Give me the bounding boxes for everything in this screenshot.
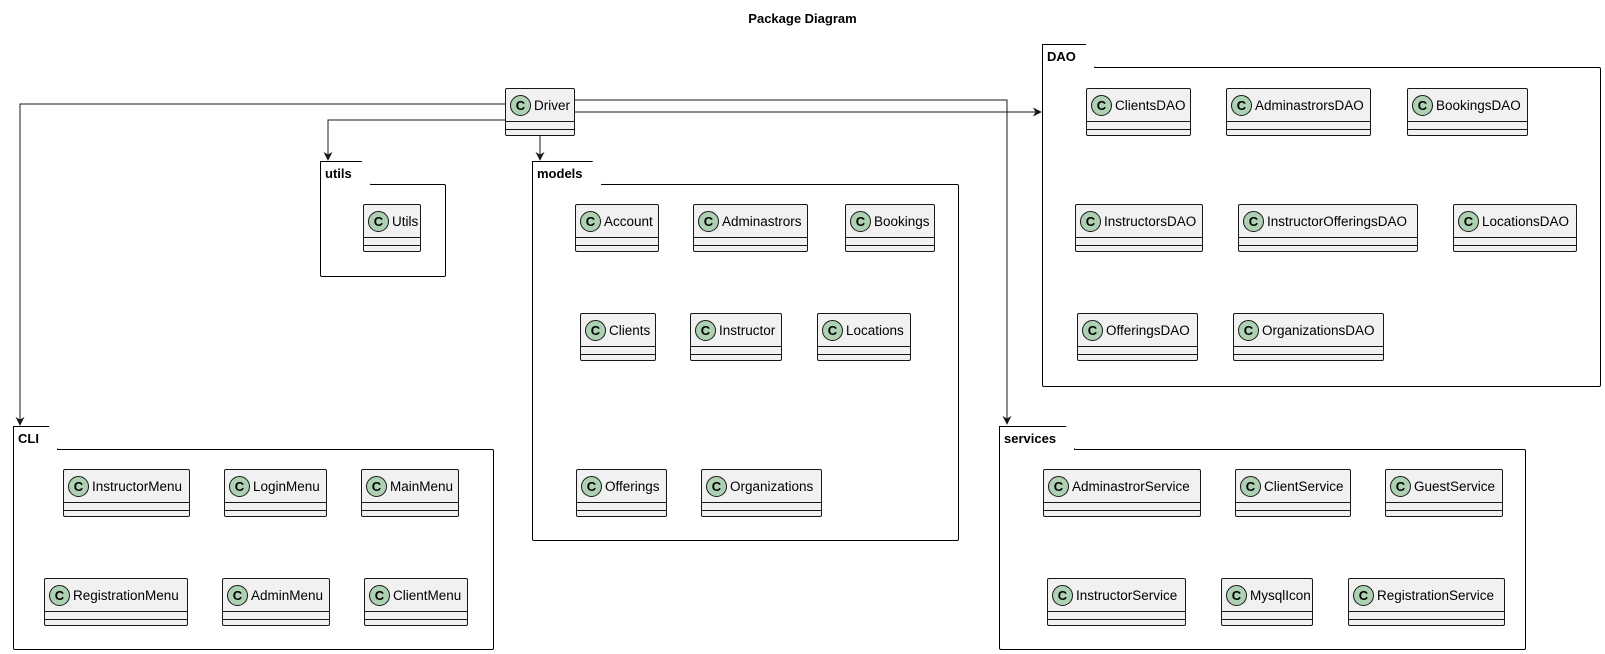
class-c-icon: C <box>1048 475 1069 497</box>
class-name: GuestService <box>1414 478 1496 494</box>
package-dao-label: DAO <box>1042 44 1095 68</box>
class-name: Account <box>604 213 653 229</box>
class-c-icon: C <box>1240 475 1261 497</box>
class-c-icon: C <box>366 475 387 497</box>
class-c-icon: C <box>1353 584 1374 606</box>
class-c-icon: C <box>698 210 719 232</box>
class-c-icon: C <box>1052 584 1073 606</box>
class-c-icon: C <box>695 319 716 341</box>
class-name: Locations <box>846 322 904 338</box>
class-name: Driver <box>534 97 570 113</box>
class-name: OrganizationsDAO <box>1262 322 1375 338</box>
class-name: Utils <box>392 213 419 229</box>
class-name: InstructorOfferingsDAO <box>1267 213 1408 229</box>
class-c-icon: C <box>1238 319 1259 341</box>
class-c-icon: C <box>822 319 843 341</box>
class-c-icon: C <box>585 319 606 341</box>
package-utils-label: utils <box>320 161 371 185</box>
class-c-icon: C <box>1091 94 1112 116</box>
class-name: AdminMenu <box>251 587 324 603</box>
class-name: Adminastrors <box>722 213 802 229</box>
class-c-icon: C <box>706 475 727 497</box>
package-cli-label: CLI <box>13 426 58 450</box>
class-name: Instructor <box>719 322 776 338</box>
class-c-icon: C <box>1231 94 1252 116</box>
class-c-icon: C <box>49 584 70 606</box>
class-name: ClientsDAO <box>1115 97 1186 113</box>
class-name: RegistrationMenu <box>73 587 179 603</box>
diagram-title: Package Diagram <box>748 11 857 26</box>
class-c-icon: C <box>368 210 389 232</box>
class-name: Offerings <box>605 478 660 494</box>
class-c-icon: C <box>1243 210 1264 232</box>
class-c-icon: C <box>1390 475 1411 497</box>
class-name: InstructorService <box>1076 587 1178 603</box>
class-c-icon: C <box>581 475 602 497</box>
class-name: Bookings <box>874 213 930 229</box>
class-c-icon: C <box>1226 584 1247 606</box>
class-name: BookingsDAO <box>1436 97 1521 113</box>
class-name: LocationsDAO <box>1482 213 1570 229</box>
class-name: ClientMenu <box>393 587 462 603</box>
class-c-icon: C <box>1412 94 1433 116</box>
package-services-label: services <box>999 426 1075 450</box>
class-c-icon: C <box>510 94 531 116</box>
class-name: Clients <box>609 322 651 338</box>
class-name: InstructorMenu <box>92 478 183 494</box>
class-name: AdminastrorsDAO <box>1255 97 1364 113</box>
class-c-icon: C <box>369 584 390 606</box>
class-c-icon: C <box>1082 319 1103 341</box>
class-c-icon: C <box>580 210 601 232</box>
class-name: LoginMenu <box>253 478 320 494</box>
class-name: OfferingsDAO <box>1106 322 1190 338</box>
class-c-icon: C <box>227 584 248 606</box>
class-name: AdminastrorService <box>1072 478 1190 494</box>
class-name: RegistrationService <box>1377 587 1495 603</box>
class-c-icon: C <box>850 210 871 232</box>
class-name: MysqlIcon <box>1250 587 1311 603</box>
class-name: Organizations <box>730 478 814 494</box>
class-c-icon: C <box>1458 210 1479 232</box>
class-c-icon: C <box>1080 210 1101 232</box>
arrow-driver-to-utils <box>323 119 505 161</box>
class-name: ClientService <box>1264 478 1344 494</box>
class-c-icon: C <box>229 475 250 497</box>
class-name: InstructorsDAO <box>1104 213 1197 229</box>
class-c-icon: C <box>68 475 89 497</box>
package-models-label: models <box>532 161 602 185</box>
class-name: MainMenu <box>390 478 454 494</box>
